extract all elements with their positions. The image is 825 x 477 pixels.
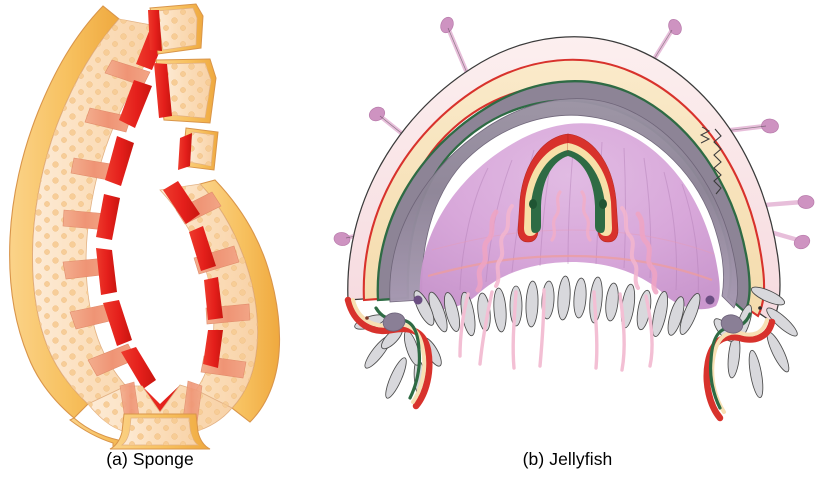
sponge-left-wall <box>9 5 170 419</box>
nerve-ring-zigzag <box>699 126 711 144</box>
jellyfish-diagram <box>333 16 815 422</box>
gonad-frill <box>550 190 562 242</box>
oral-arm <box>592 290 599 370</box>
oral-arm <box>511 290 518 370</box>
choanoderm-lining <box>163 181 200 224</box>
ostia-pore-field <box>32 19 169 404</box>
gonad-frill <box>635 211 659 295</box>
choanoderm-lining <box>203 330 223 368</box>
gonad-frill <box>620 206 640 290</box>
gonad-frill-group <box>475 190 659 295</box>
ostia-pore-field <box>122 418 198 445</box>
muscle-grey-layer <box>389 98 739 309</box>
choanoderm-lining <box>103 300 132 346</box>
sponge-diagram <box>9 3 281 450</box>
choanoderm-lining <box>119 80 152 128</box>
ring-canal <box>431 229 715 255</box>
oral-arm-group <box>458 288 654 372</box>
sponge-bottom-chamber <box>69 380 233 450</box>
panel-sponge: (a) Sponge <box>0 0 320 477</box>
choanoderm-lining <box>189 226 216 271</box>
manubrium-mouth <box>517 133 619 243</box>
gonad-frill <box>475 209 499 293</box>
rhopalium-dot <box>705 295 715 305</box>
osculum-gap-block <box>148 3 204 55</box>
ring-canal <box>427 254 713 282</box>
panel-jellyfish: (b) Jellyfish <box>320 0 825 477</box>
gonad-frill <box>494 204 514 288</box>
oral-arm <box>618 292 626 372</box>
mouth-opening <box>529 199 537 209</box>
manubrium-left-gastro <box>531 150 568 233</box>
panel-caption-sponge: (a) Sponge <box>106 449 194 469</box>
oral-arm <box>478 290 494 366</box>
rhopalium <box>382 312 406 332</box>
osculum-gap-block <box>178 127 219 171</box>
right-bell-margin <box>703 286 798 422</box>
nerve-ring-zigzag <box>713 128 722 195</box>
choanoderm-lining <box>96 248 117 295</box>
rhopalium-dot <box>413 295 423 305</box>
sponge-right-wall <box>148 3 281 423</box>
subumbrellar-tentacle-group <box>413 275 701 337</box>
choanoderm-lining <box>204 277 223 320</box>
choanoderm-lining-right <box>163 181 223 368</box>
rhopalium-dot <box>758 306 762 310</box>
club-tentacle <box>440 16 473 83</box>
oral-arm <box>458 292 470 358</box>
mouth-opening <box>599 199 607 209</box>
rhopalium-dot <box>365 316 369 320</box>
left-bell-margin <box>344 295 442 410</box>
rhopalium <box>720 314 744 334</box>
oral-arm <box>644 294 654 368</box>
block-divider <box>84 107 132 133</box>
choanoderm-lining <box>96 194 120 240</box>
choanoderm-lining <box>121 347 156 389</box>
choanoderm-lining <box>105 136 134 186</box>
osculum-gap-block <box>154 58 217 124</box>
bell-layers <box>347 36 781 323</box>
ostia-pore-field <box>160 184 258 408</box>
panel-caption-jellyfish: (b) Jellyfish <box>522 449 613 469</box>
gonad-frill <box>580 190 592 242</box>
oral-arm <box>538 288 546 368</box>
manubrium-right-gastro <box>568 150 605 233</box>
